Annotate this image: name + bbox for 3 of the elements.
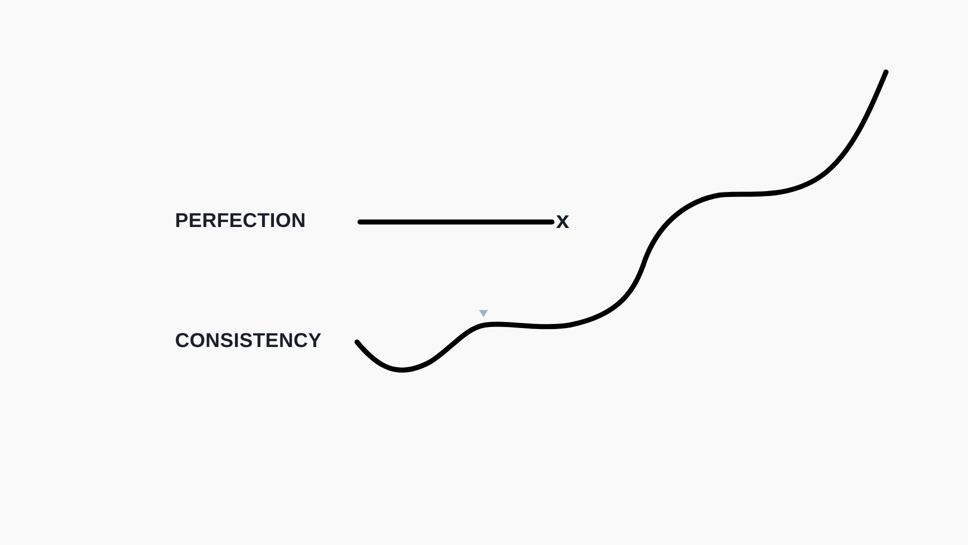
label-text: CONSISTENCY — [175, 330, 322, 352]
label-text: PERFECTION — [175, 210, 306, 232]
cross-mark: x — [556, 210, 570, 232]
